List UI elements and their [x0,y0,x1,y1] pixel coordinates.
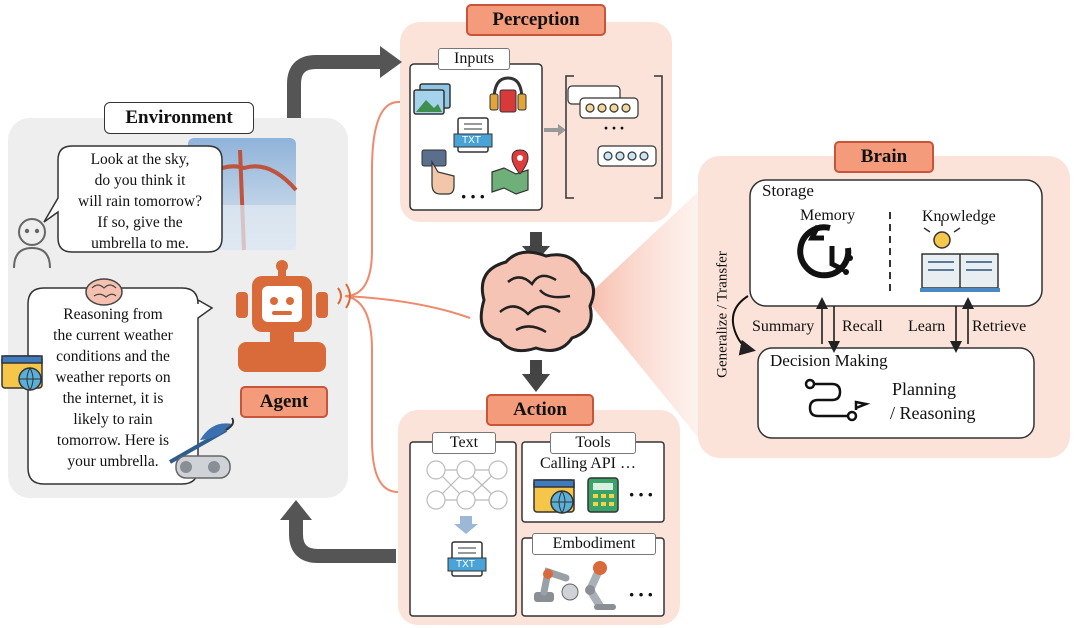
umbrella-icon [169,417,235,464]
planning-path-icon [804,378,871,422]
robot-hand-icon [175,455,231,479]
small-brain-icon [85,278,123,306]
memory-label: Memory [800,207,856,224]
agent-link-curves [344,100,471,493]
retrieve-label: Retrieve [972,318,1027,335]
agent-message-line: tomorrow. Here is [56,432,170,449]
robot-arm-icon [534,567,579,602]
bracket-right [654,75,663,199]
agent-label: Agent [240,386,328,418]
web-globe-icon-left [1,355,43,392]
user-message-line: If so, give the [97,214,183,231]
knowledge-label: Knowledge [922,208,996,225]
embedding-vectors [567,85,657,167]
perception-title: Perception [466,4,606,36]
inputs-ellipsis: ··· [460,184,489,209]
knowledge-book-icon [920,220,1000,292]
summary-label: Summary [752,318,815,335]
txt-label-action: TXT [456,559,475,570]
recall-label: Recall [842,318,883,335]
txt-document-icon [453,117,493,153]
user-message-line: do you think it [94,172,186,189]
agent-message-line: Reasoning from [63,306,163,323]
memory-arrows [816,297,974,353]
agent-speech-bubble [27,287,214,485]
agent-message-line: likely to rain [73,411,153,428]
generalize-label: Generalize / Transfer [714,251,731,378]
agent-message: Reasoning from the current weather condi… [30,304,196,472]
user-message: Look at the sky, do you think it will ra… [60,149,220,254]
embodiment-label: Embodiment [532,533,656,555]
brain-title: Brain [834,141,934,173]
txt-document-icon-action [447,541,487,577]
vectors-ellipsis: ··· [603,118,628,138]
calling-api-label: Calling API … [540,455,637,472]
agent-message-line: weather reports on [55,369,171,386]
memory-clock-icon [797,224,853,279]
tools-ellipsis: ··· [628,482,657,507]
brain-beam [585,190,700,440]
reasoning-label: / Reasoning [890,403,976,423]
small-arrow-right [544,124,566,136]
headphones-icon [489,76,527,113]
learn-label: Learn [908,318,946,335]
images-icon [413,83,451,115]
decision-label: Decision Making [770,351,888,370]
storage-label: Storage [762,181,814,200]
neural-network-icon [426,460,508,510]
agent-message-line: conditions and the [56,348,170,365]
agent-message-line: the internet, it is [62,390,164,407]
embodiment-ellipsis: ··· [628,582,657,607]
tools-label: Tools [550,432,636,454]
user-message-line: Look at the sky, [90,151,190,168]
robot-leg-icon [585,561,616,610]
map-pin-icon [491,149,529,195]
environment-title: Environment [104,102,254,134]
arrow-brain-to-action [522,374,550,392]
planning-label: Planning [892,379,957,399]
user-message-line: umbrella to me. [91,235,189,252]
agent-message-line: your umbrella. [67,453,159,470]
calculator-icon [587,477,619,513]
brain-icon [479,250,596,353]
inputs-label: Inputs [438,48,510,70]
signal-waves [337,283,351,309]
text-down-arrow [454,516,478,534]
arrow-env-to-perception [287,55,382,118]
user-message-line: will rain tomorrow? [78,193,202,210]
person-icon [13,218,51,269]
txt-label-input: TXT [462,135,481,146]
generalize-arrow [732,295,756,356]
agent-message-line: the current weather [53,327,173,344]
bracket-left [565,75,574,199]
tap-hand-icon [421,149,455,195]
user-speech-bubble [43,145,223,253]
text-label: Text [432,432,496,454]
web-globe-icon [533,479,575,515]
action-title: Action [486,394,594,426]
arrow-action-to-env [289,518,396,563]
